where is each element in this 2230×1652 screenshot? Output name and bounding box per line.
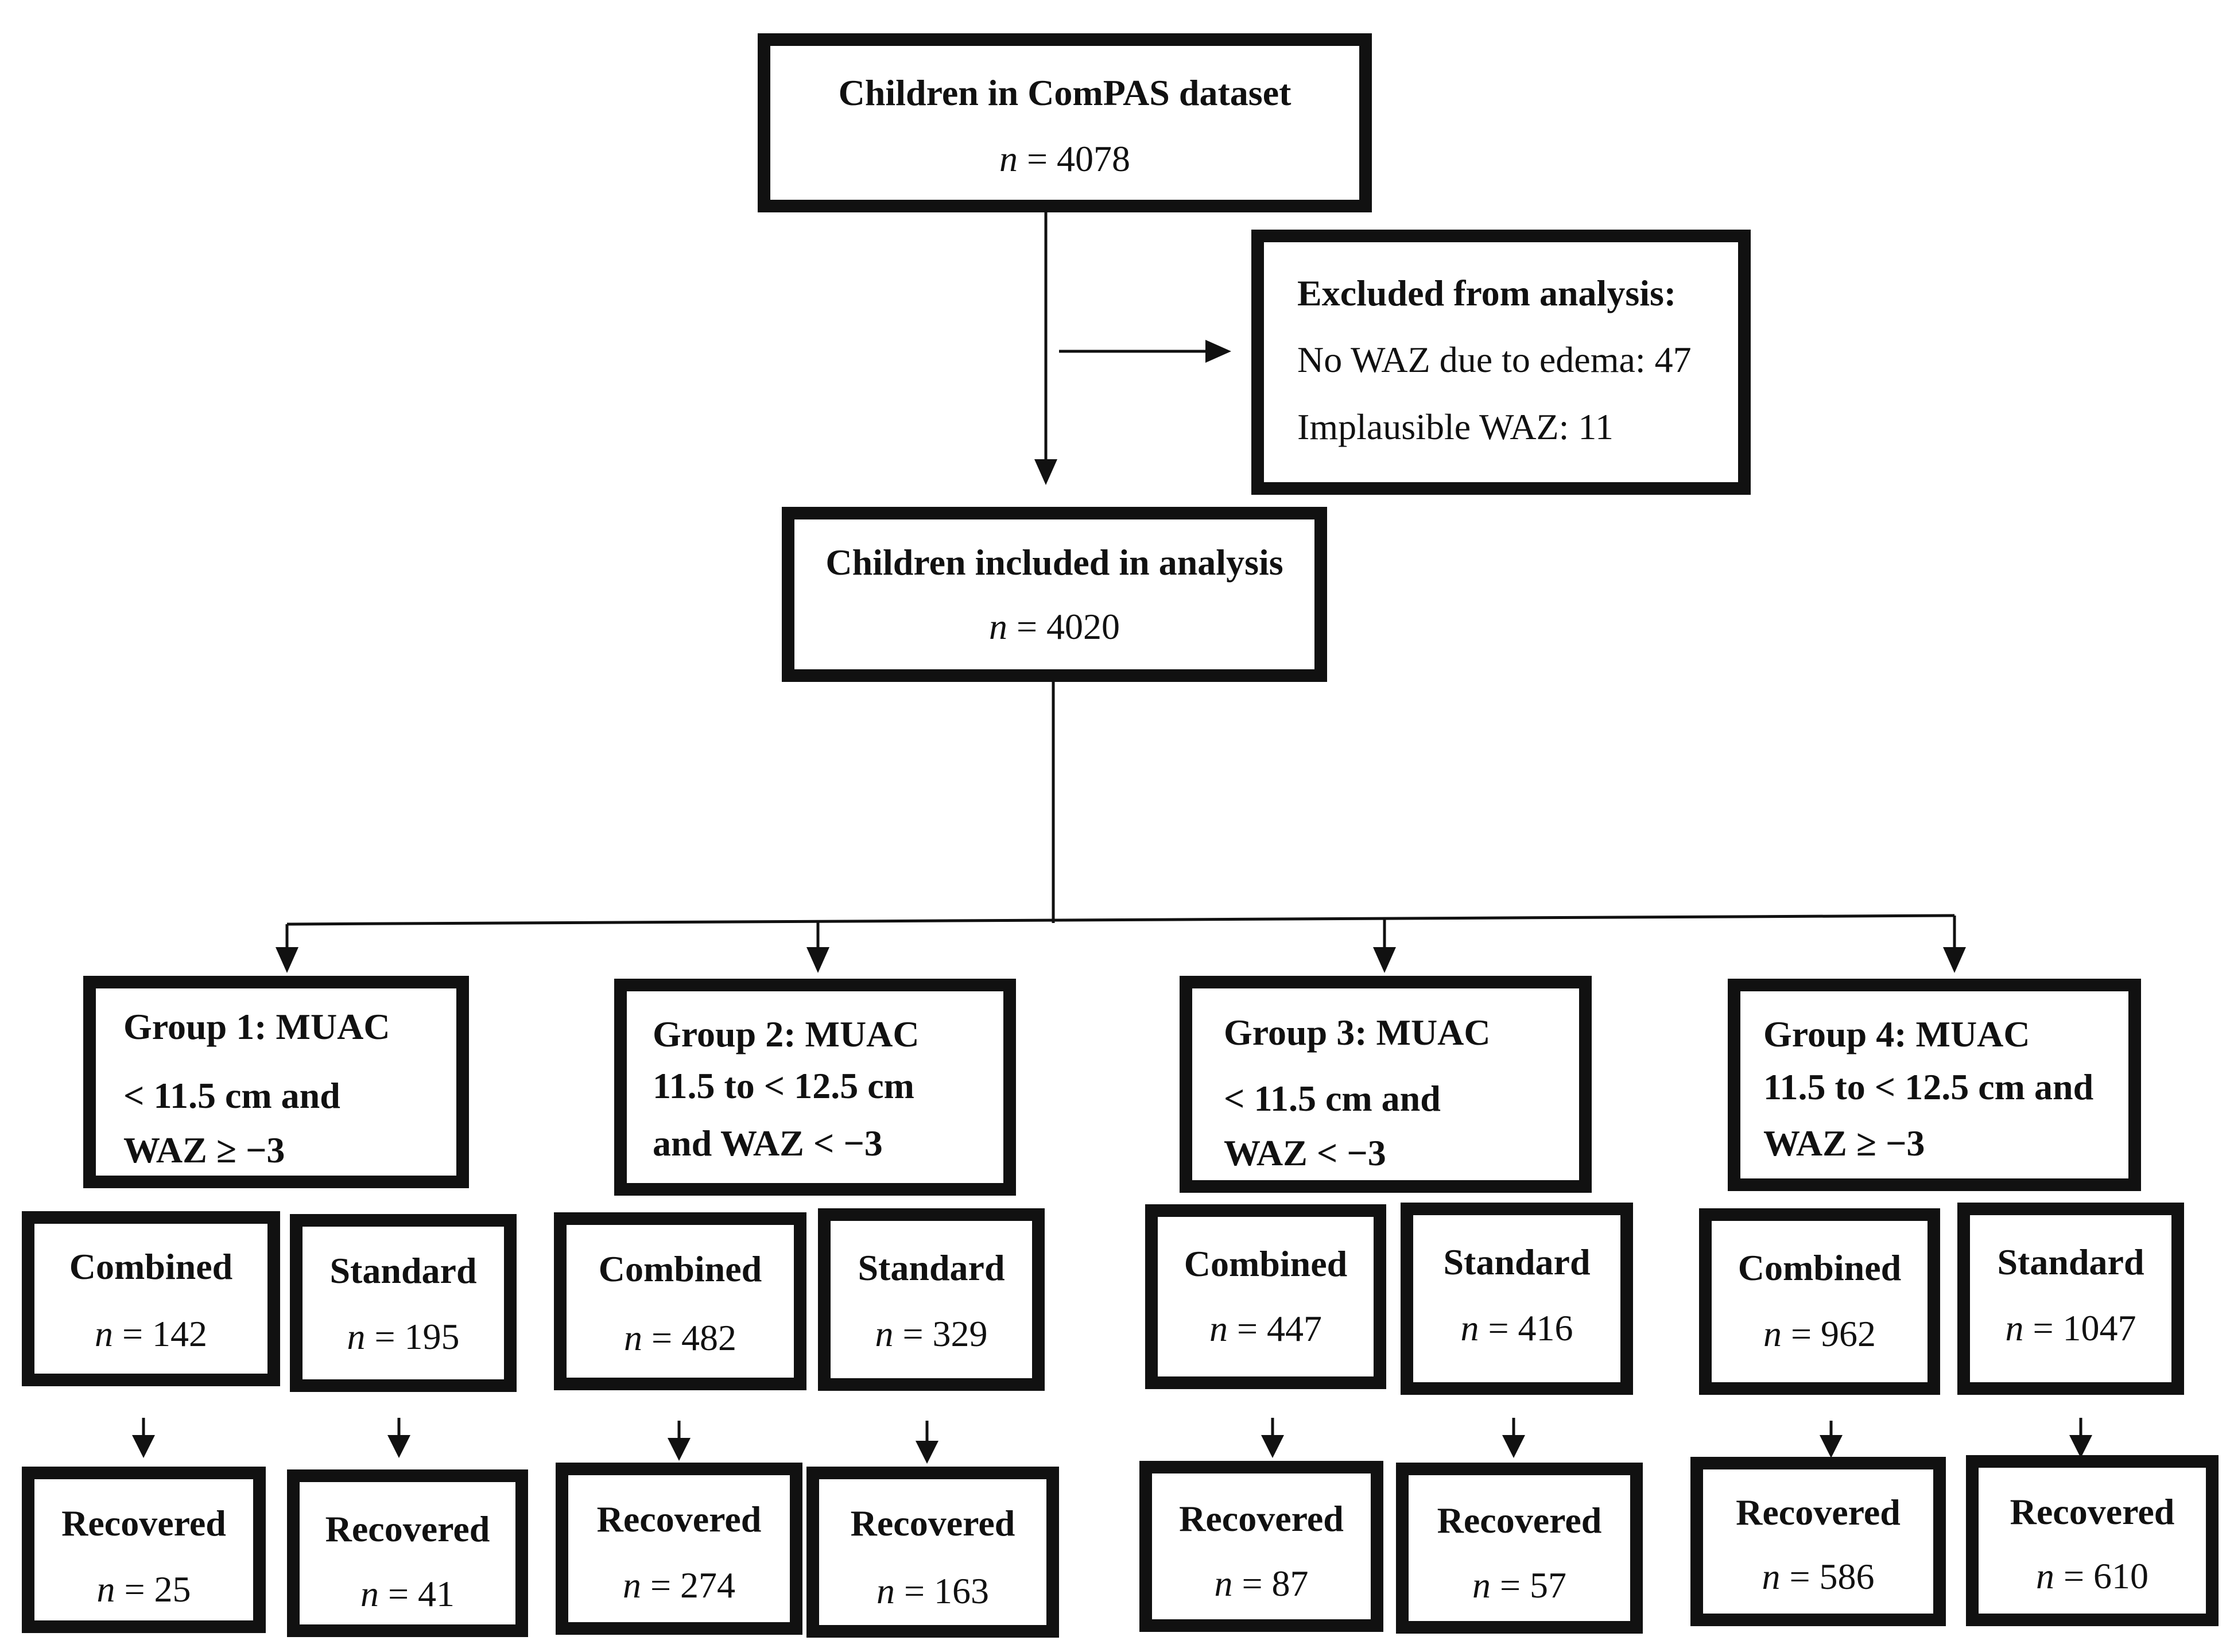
arrowhead-included [1034, 459, 1057, 485]
group-2-standard-box: Standard n = 329 [818, 1208, 1045, 1391]
group-1-standard-box: Standard n = 195 [290, 1214, 517, 1392]
group-4-box: Group 4: MUAC 11.5 to < 12.5 cm and WAZ … [1728, 979, 2141, 1191]
recovered-n: n = 274 [622, 1565, 736, 1606]
treatment-n: n = 329 [875, 1313, 988, 1354]
group-4-line-3: WAZ ≥ −3 [1763, 1123, 1925, 1164]
included-n: n = 4020 [988, 606, 1120, 647]
group-3-standard-box: Standard n = 416 [1401, 1203, 1633, 1395]
treatment-n: n = 142 [94, 1313, 208, 1354]
arrowhead-excluded [1205, 340, 1231, 363]
group-1-combined-box: Combined n = 142 [22, 1211, 280, 1386]
treatment-label: Combined [1738, 1247, 1902, 1288]
recovered-label: Recovered [596, 1499, 762, 1539]
treatment-n: n = 447 [1209, 1308, 1323, 1349]
treatment-label: Standard [858, 1247, 1005, 1288]
excluded-box: Excluded from analysis: No WAZ due to ed… [1251, 230, 1751, 495]
group-4-combined-recovered-box: Recovered n = 586 [1690, 1457, 1946, 1626]
treatment-label: Combined [1184, 1243, 1348, 1284]
group-2-combined-recovered-box: Recovered n = 274 [556, 1463, 802, 1635]
group-1-line-3: WAZ ≥ −3 [123, 1130, 285, 1170]
group-2-line-3: and WAZ < −3 [653, 1123, 883, 1164]
dataset-box: Children in ComPAS dataset n = 4078 [758, 33, 1372, 212]
recovered-n: n = 57 [1472, 1565, 1567, 1606]
group-1-box: Group 1: MUAC < 11.5 cm and WAZ ≥ −3 [83, 976, 469, 1188]
group-4-combined-box: Combined n = 962 [1699, 1208, 1940, 1395]
recovered-label: Recovered [850, 1503, 1015, 1544]
group-4-line-1: Group 4: MUAC [1763, 1014, 2030, 1054]
group-3-line-2: < 11.5 cm and [1224, 1078, 1441, 1119]
recovered-n: n = 87 [1214, 1563, 1309, 1604]
group-4-standard-box: Standard n = 1047 [1957, 1203, 2184, 1395]
excluded-implausible: Implausible WAZ: 11 [1297, 406, 1614, 447]
included-title: Children included in analysis [825, 542, 1283, 583]
group-1-line-1: Group 1: MUAC [123, 1006, 390, 1047]
recovered-n: n = 610 [2035, 1556, 2149, 1596]
group-1-standard-recovered-box: Recovered n = 41 [287, 1469, 528, 1637]
treatment-label: Standard [1997, 1242, 2144, 1282]
recovered-n: n = 586 [1762, 1556, 1875, 1597]
excluded-edema: No WAZ due to edema: 47 [1297, 339, 1692, 380]
treatment-label: Combined [69, 1246, 233, 1287]
treatment-label: Standard [1443, 1242, 1591, 1282]
treatment-label: Standard [329, 1250, 477, 1291]
group-3-line-1: Group 3: MUAC [1224, 1012, 1491, 1053]
excluded-title: Excluded from analysis: [1297, 273, 1677, 313]
group-2-line-1: Group 2: MUAC [653, 1014, 920, 1054]
dataset-n: n = 4078 [999, 138, 1131, 179]
group-2-standard-recovered-box: Recovered n = 163 [806, 1467, 1059, 1638]
recovered-label: Recovered [61, 1503, 226, 1544]
group-4-standard-recovered-box: Recovered n = 610 [1966, 1455, 2219, 1626]
recovered-n: n = 163 [876, 1570, 990, 1611]
recovered-label: Recovered [1736, 1492, 1901, 1533]
treatment-n: n = 962 [1763, 1313, 1876, 1354]
treatment-label: Combined [598, 1248, 762, 1289]
treatment-n: n = 416 [1460, 1308, 1573, 1348]
recovered-n: n = 25 [96, 1569, 191, 1610]
recovered-label: Recovered [1179, 1498, 1344, 1539]
recovered-label: Recovered [2010, 1491, 2175, 1532]
recovered-n: n = 41 [360, 1573, 455, 1614]
group-2-box: Group 2: MUAC 11.5 to < 12.5 cm and WAZ … [614, 979, 1016, 1196]
group-4-line-2: 11.5 to < 12.5 cm and [1763, 1067, 2094, 1107]
split-line [286, 914, 1955, 926]
group-3-line-3: WAZ < −3 [1224, 1133, 1386, 1173]
group-1-combined-recovered-box: Recovered n = 25 [22, 1467, 266, 1633]
treatment-n: n = 1047 [2005, 1308, 2136, 1348]
group-3-combined-recovered-box: Recovered n = 87 [1139, 1461, 1383, 1632]
group-2-line-2: 11.5 to < 12.5 cm [653, 1065, 914, 1106]
dataset-title: Children in ComPAS dataset [838, 72, 1292, 113]
recovered-label: Recovered [1437, 1500, 1602, 1541]
group-1-line-2: < 11.5 cm and [123, 1075, 340, 1116]
included-box: Children included in analysis n = 4020 [782, 507, 1327, 682]
group-3-combined-box: Combined n = 447 [1145, 1204, 1386, 1389]
recovered-label: Recovered [325, 1508, 490, 1549]
treatment-n: n = 195 [347, 1316, 460, 1357]
group-3-box: Group 3: MUAC < 11.5 cm and WAZ < −3 [1180, 976, 1592, 1193]
group-3-standard-recovered-box: Recovered n = 57 [1396, 1463, 1643, 1634]
treatment-n: n = 482 [623, 1317, 737, 1358]
group-2-combined-box: Combined n = 482 [554, 1212, 806, 1390]
